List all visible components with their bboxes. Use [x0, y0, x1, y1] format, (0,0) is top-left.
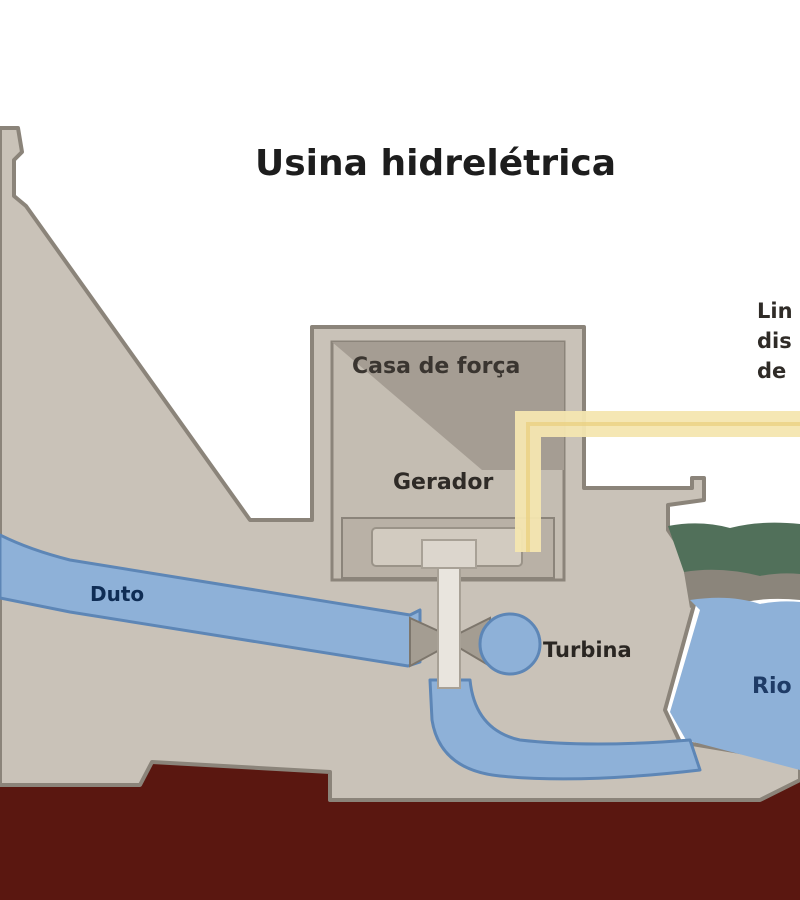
- penstock-label: Duto: [90, 582, 145, 606]
- river-water: [670, 597, 800, 770]
- transmission-line-label-line-2: dis: [757, 329, 792, 353]
- draft-tube: [428, 678, 702, 781]
- ground-bedrock: [0, 762, 800, 900]
- shaft-collar: [421, 539, 477, 569]
- diagram-title: Usina hidrelétrica: [255, 143, 617, 184]
- generator-label: Gerador: [393, 470, 494, 495]
- transmission-line-label: Lin dis de: [757, 296, 793, 386]
- river-label: Rio: [752, 674, 792, 699]
- power-house-label: Casa de força: [352, 354, 521, 379]
- power-house-shade: [332, 342, 564, 470]
- turbine-scroll-case: [478, 612, 542, 676]
- turbine-wicket: [409, 616, 461, 668]
- penstock-duct: [0, 533, 422, 668]
- turbine-shaft: [437, 565, 461, 689]
- transmission-conduit-edge: [526, 422, 800, 552]
- turbine-label: Turbina: [543, 638, 632, 662]
- transmission-line-label-line-1: Lin: [757, 299, 793, 323]
- transmission-line-label-line-3: de: [757, 359, 787, 383]
